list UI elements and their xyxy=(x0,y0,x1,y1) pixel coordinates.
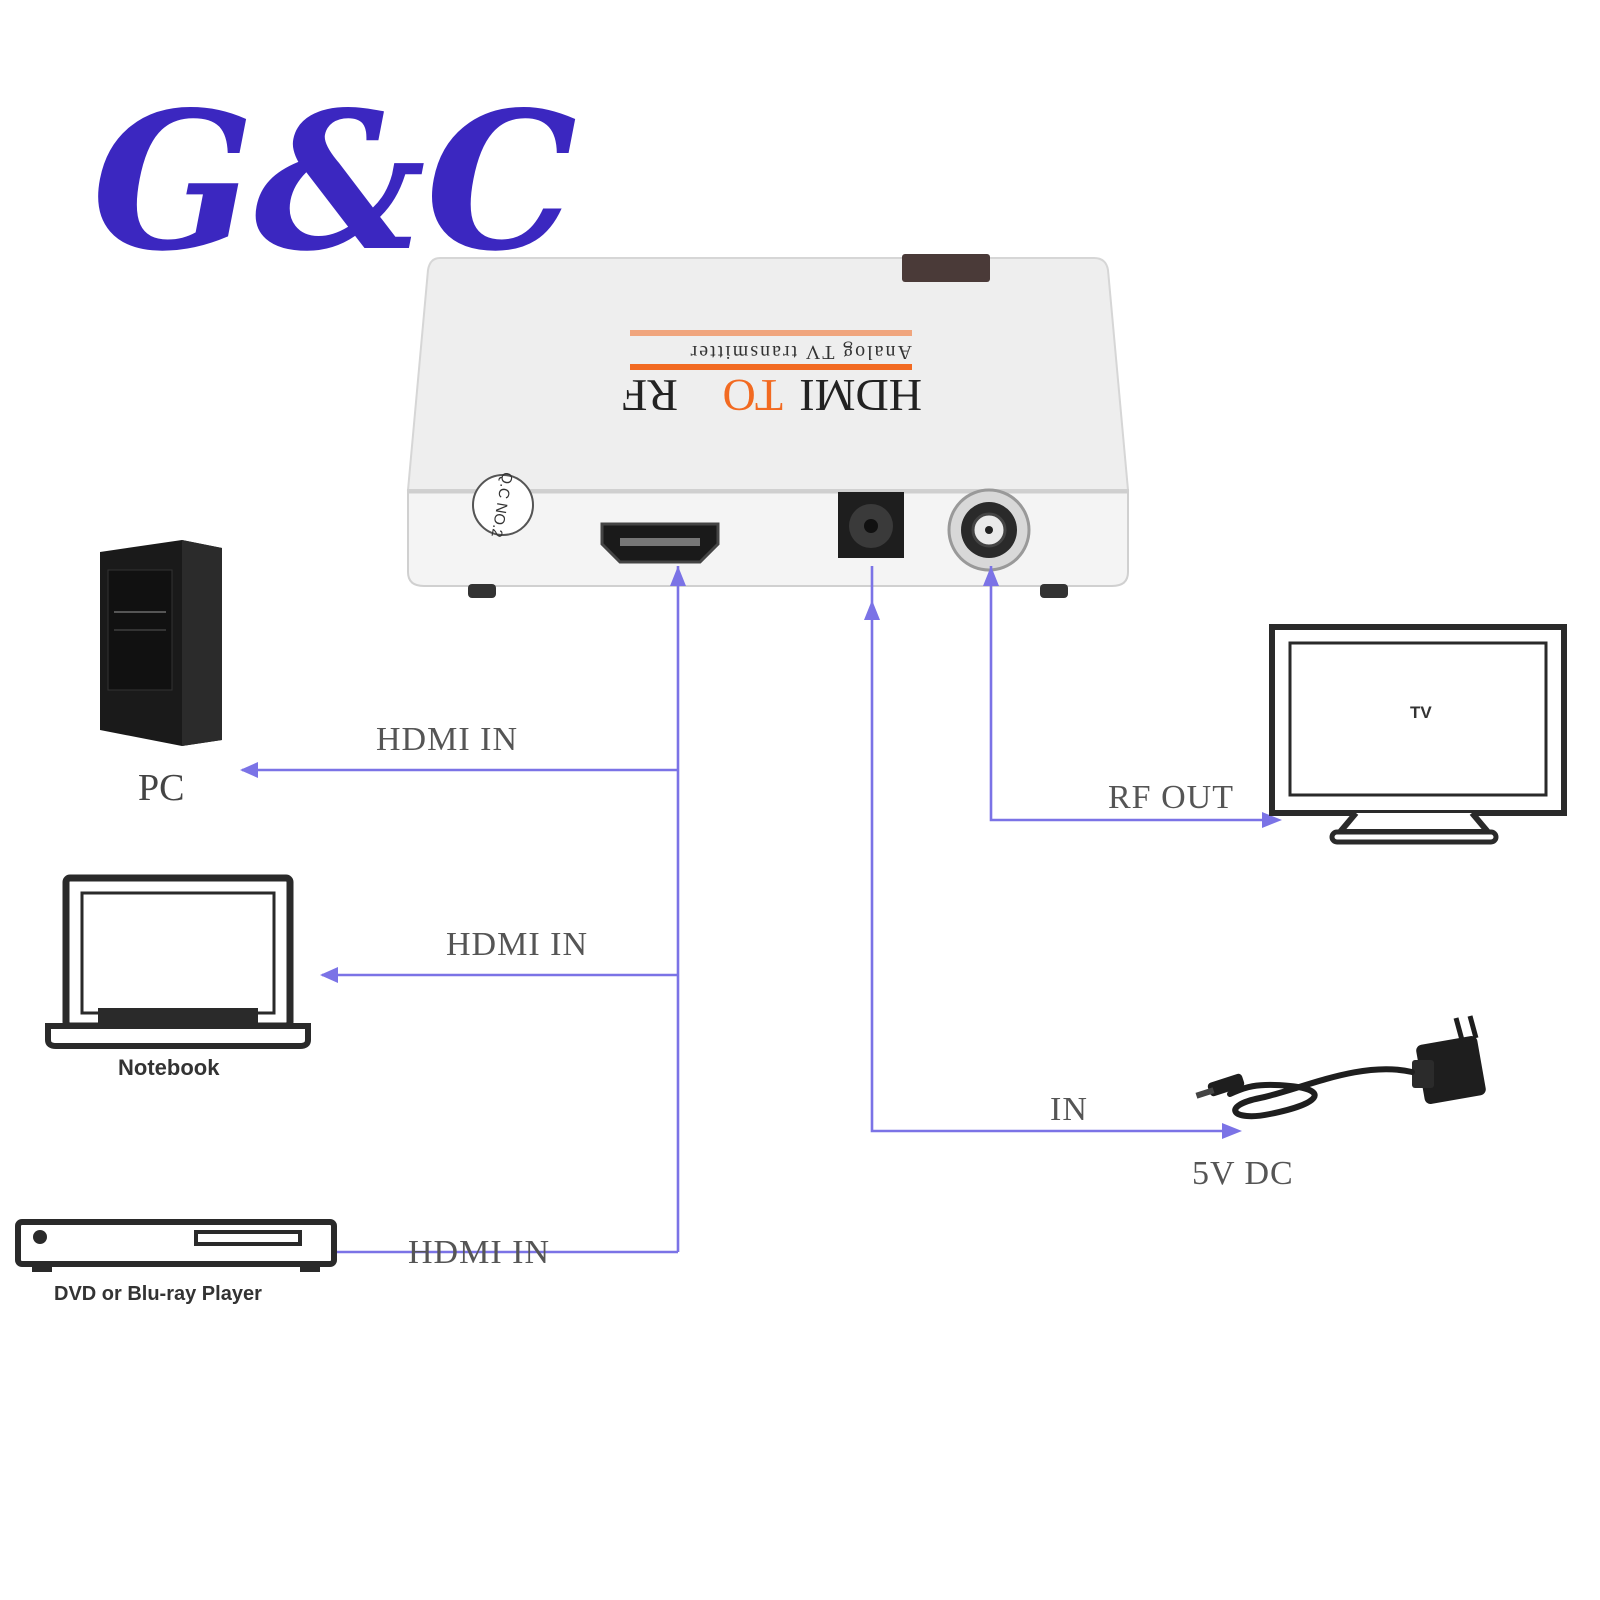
device-subtitle: Analog TV transmitter xyxy=(689,341,912,363)
pc-label: PC xyxy=(138,767,184,809)
power-adapter-icon xyxy=(1195,1015,1486,1120)
device-top-tab xyxy=(902,254,990,282)
dvd-player-label: DVD or Blu-ray Player xyxy=(54,1283,262,1305)
brand-logo: G&C xyxy=(92,70,577,293)
notebook-arrowhead xyxy=(320,967,338,983)
dc-arrowhead xyxy=(864,600,880,620)
pc-arrowhead xyxy=(240,762,258,778)
tv-label: TV xyxy=(1410,703,1432,722)
qc-sticker: Q.C NO.2 xyxy=(472,471,534,539)
device-title-underline xyxy=(630,364,912,370)
power-connection-label: IN xyxy=(1050,1091,1088,1128)
notebook-connection-label: HDMI IN xyxy=(446,926,588,963)
dvd-connection-label: HDMI IN xyxy=(408,1234,550,1271)
device-title-to: TO xyxy=(723,370,784,421)
pc-tower-icon xyxy=(100,540,222,746)
tv-icon xyxy=(1269,624,1567,845)
power-label: 5V DC xyxy=(1192,1155,1294,1192)
device-title-hdmi: HDMI xyxy=(799,370,922,421)
tv-connection-label: RF OUT xyxy=(1108,779,1234,816)
dc-connector-line xyxy=(870,566,1228,1133)
dvd-player-icon xyxy=(15,1219,337,1272)
rf-connector-line xyxy=(989,566,1268,822)
dc-in-arrowhead xyxy=(1222,1123,1242,1139)
dc-power-port xyxy=(838,492,904,558)
pc-connection-label: HDMI IN xyxy=(376,721,518,758)
hdmi-arrowhead xyxy=(670,566,686,586)
rf-arrowhead xyxy=(983,566,999,586)
device-fineprint xyxy=(630,330,912,336)
device-title-rf: RF xyxy=(622,370,678,421)
notebook-icon xyxy=(45,874,311,1049)
notebook-label: Notebook xyxy=(118,1055,220,1080)
converter-device: HDMI TO RF Analog TV transmitter Q.C NO.… xyxy=(406,254,1130,598)
hdmi-port xyxy=(600,522,720,564)
connector-lines xyxy=(240,566,1282,1260)
rf-antenna-port xyxy=(947,488,1031,572)
tv-arrowhead xyxy=(1262,812,1282,828)
